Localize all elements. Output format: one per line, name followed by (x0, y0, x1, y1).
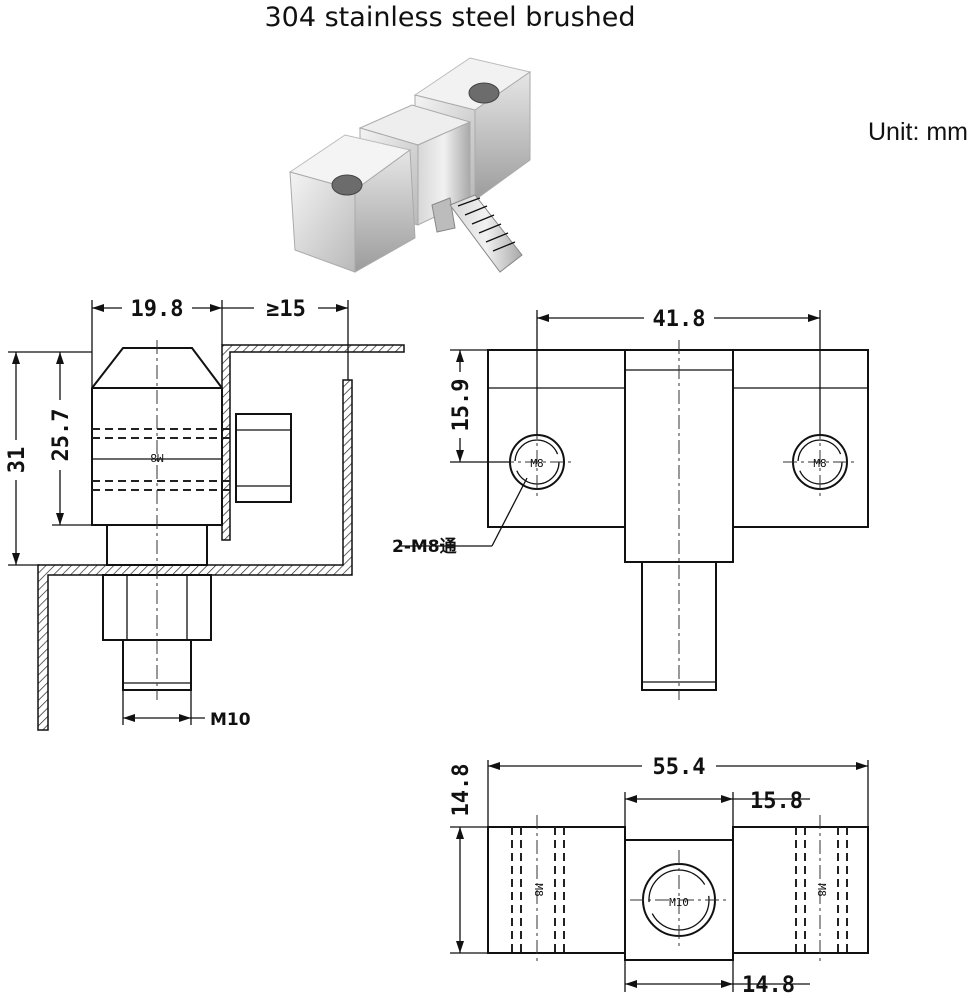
product-photo (288, 57, 532, 273)
dim-gap: ≥15 (266, 297, 306, 322)
dim-depth: 14.8 (449, 764, 474, 817)
top-right-label: M8 (815, 883, 828, 896)
top-left-label: M8 (532, 883, 545, 896)
dim-hole-spacing: 41.8 (653, 307, 706, 332)
dim-height-total: 31 (5, 447, 30, 474)
bolt-thread (449, 194, 523, 273)
top-view: M8 M8 M10 55.4 15.8 14.8 (448, 754, 869, 998)
front-view: M8 M8 41.8 15.9 2-M8通 (392, 306, 869, 700)
unit-label: Unit: mm (868, 118, 968, 146)
hole-callout: 2-M8通 (392, 537, 457, 557)
bolt-label: M10 (210, 710, 251, 730)
dim-hole-height: 15.9 (449, 379, 474, 432)
side-view: M8 19.8 ≥15 31 (4, 296, 405, 731)
side-thread-label: M8 (150, 451, 163, 464)
dim-total: 55.4 (653, 755, 706, 780)
dim-width: 19.8 (131, 297, 184, 322)
dim-height-body: 25.7 (49, 409, 74, 462)
top-center-label: M10 (669, 896, 689, 909)
front-hole-left-label: M8 (530, 457, 543, 470)
front-hole-right-label: M8 (813, 457, 826, 470)
dim-center: 15.8 (750, 789, 803, 814)
title: 304 stainless steel brushed (264, 2, 636, 33)
dim-center-bottom: 14.8 (742, 973, 795, 998)
